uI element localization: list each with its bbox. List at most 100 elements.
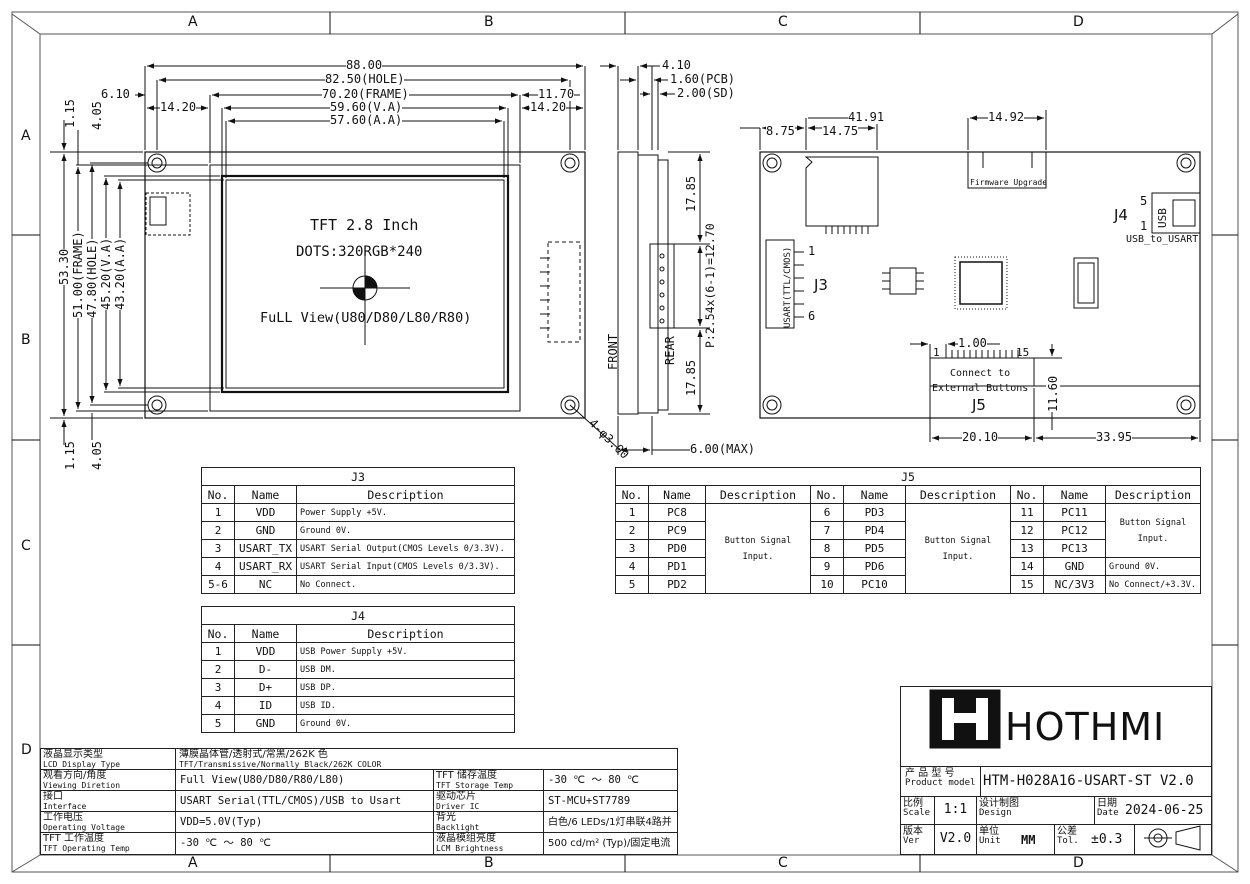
label-j5-pin15: 15 [1016,346,1030,359]
tol-cn: 公差 [1057,826,1077,837]
dim-va-h: 45.20(V.A) [99,237,113,310]
label-j3-pin6: 6 [808,309,816,323]
cell: VDD [234,642,297,661]
dim-875: 8.75 [766,124,795,138]
spec-volt-en: Operating Voltage [43,823,125,832]
label-j3-usart: USART(TTL/CMOS) [783,246,793,328]
j5-col-name-3: Name [1043,485,1106,504]
grid-bottom-b: B [484,855,494,871]
date-cn: 日期 [1097,798,1117,809]
grid-bottom-d: D [1073,855,1084,871]
label-usb: USB [1156,208,1169,228]
grid-side-c: C [21,538,31,554]
label-j5: J5 [972,396,986,414]
cell: USART Serial Input(CMOS Levels 0/3.3V). [296,557,515,576]
dim-pitch: P:2.54x(6-1)=12.70 [703,223,717,348]
spec-storage-en: TFT Storage Temp [436,781,514,790]
lcd-dots: DOTS:320RGB*240 [296,244,423,260]
spec-storage-cn: TFT 储存温度 [436,770,497,781]
cell: 1 [201,642,235,661]
j4-col-name: Name [234,624,297,643]
cell: NC/3V3 [1043,575,1106,594]
label-j4-pin1: 1 [1140,219,1148,233]
spec-optemp-value: -30 ℃ ～ 80 ℃ [176,833,434,855]
dim-1170: 11.70 [538,87,575,101]
cell: Button Signal Input. [1105,503,1201,558]
j5-table: J5 No. Name Description No. Name Descrip… [615,467,1201,594]
dim-115-bottom: 1.15 [63,441,77,470]
cell: PC13 [1043,539,1106,558]
cell: USB DM. [296,660,515,679]
grid-top-c: C [778,14,788,30]
cell: 15 [1010,575,1044,594]
dim-410: 4.10 [662,58,691,72]
j4-col-no: No. [201,624,235,643]
projection-symbol-icon [1135,825,1212,855]
cell: 1 [615,503,649,522]
scale-cn: 比例 [903,798,923,809]
label-j4-pin5: 5 [1140,194,1148,208]
grid-side-b: B [21,332,31,348]
cell: PC10 [843,575,906,594]
spec-iface-value: USART Serial(TTL/CMOS)/USB to Usart [176,791,434,812]
dim-1420-left: 14.20 [160,100,197,114]
cell: PC8 [648,503,706,522]
ver-en: Ver [903,836,920,846]
cell: GND [234,521,297,540]
grid-bottom-c: C [778,855,788,871]
unit-value: MM [1021,833,1036,847]
j3-col-name: Name [234,485,297,504]
spec-bright-en: LCM Brightness [436,844,504,853]
cell: GND [1043,557,1106,576]
date-value: 2024-06-25 [1125,803,1204,818]
dim-1160: 11.60 [1046,375,1060,412]
grid-top-a: A [188,14,198,30]
spec-optemp-cn: TFT 工作温度 [43,833,104,844]
cell: USART_RX [234,557,297,576]
cell: 3 [201,678,235,697]
j5-col-name-2: Name [843,485,906,504]
spec-type-v2: TFT/Transmissive/Normally Black/262K COL… [179,760,382,769]
j5-table-title: J5 [615,467,1201,486]
lcd-title: TFT 2.8 Inch [310,216,419,234]
cell: 7 [810,521,844,540]
label-j3: J3 [814,276,828,294]
j3-table-title: J3 [201,467,515,486]
spec-back-value: 白色/6 LEDs/1灯串联4路并联 [544,812,678,833]
grid-side-d: D [21,742,32,758]
cell: USB Power Supply +5V. [296,642,515,661]
dim-va-w: 59.60(V.A) [330,100,403,114]
cell: 8 [810,539,844,558]
spec-view-cn: 观看方向/角度 [43,770,107,781]
j5-col-no-3: No. [1010,485,1044,504]
dim-2010: 20.10 [962,430,999,444]
cell: 4 [615,557,649,576]
label-j5-pin1: 1 [933,346,940,359]
spec-storage-value: -30 ℃ ～ 80 ℃ [544,770,678,791]
label-connect: Connect to [950,368,1011,379]
spec-bright-cn: 液晶模组亮度 [436,833,496,844]
j5-col-desc-3: Description [1105,485,1201,504]
dim-max: 6.00(MAX) [690,442,756,456]
tol-en: Tol. [1057,836,1079,846]
dim-frame-w: 70.20(FRAME) [322,87,409,101]
spec-volt-value: VDD=5.0V(Typ) [176,812,434,833]
label-firmware: Firmware Upgrade [970,178,1048,187]
dim-405-bottom: 4.05 [90,441,104,470]
cell: ID [234,696,297,715]
cell: 2 [201,521,235,540]
